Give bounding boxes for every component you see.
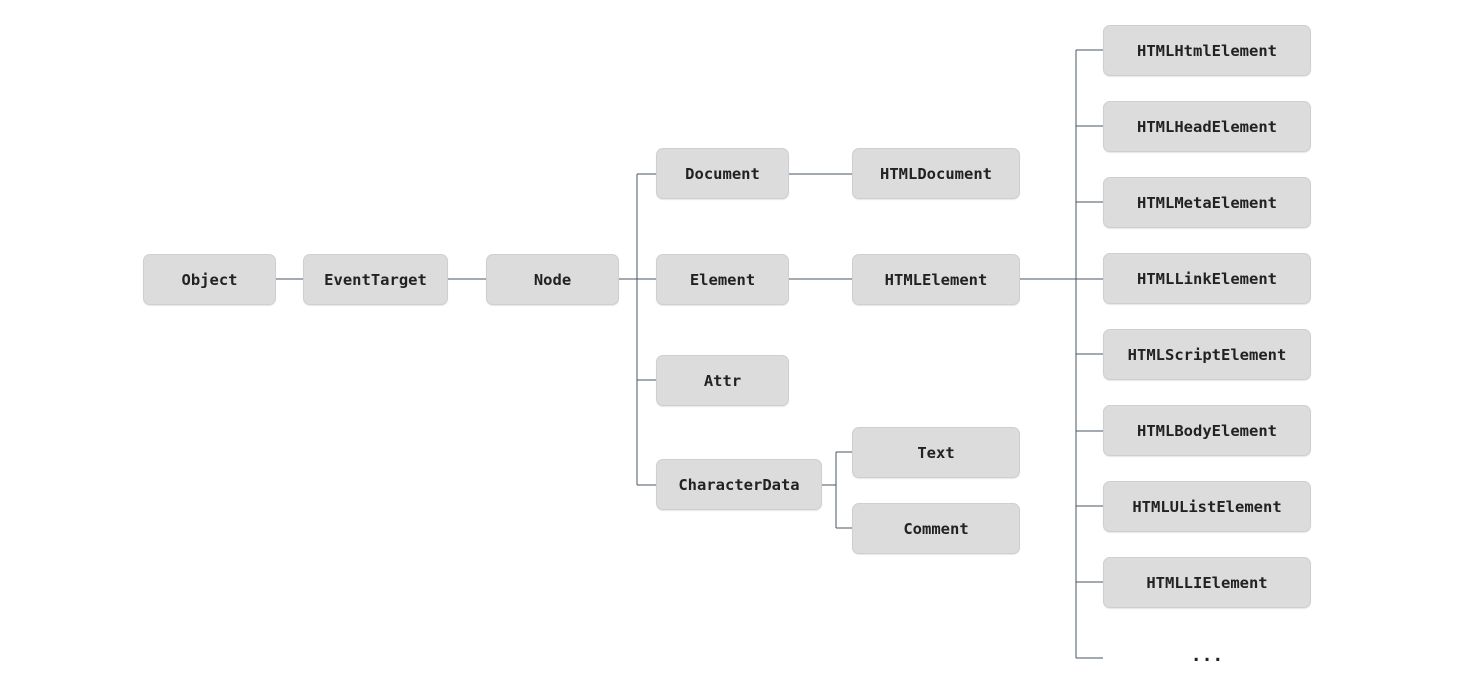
- node-htmllinkelement: HTMLLinkElement: [1103, 253, 1311, 304]
- node-htmlscriptelement: HTMLScriptElement: [1103, 329, 1311, 380]
- node-document: Document: [656, 148, 789, 199]
- node-comment: Comment: [852, 503, 1020, 554]
- node-attr: Attr: [656, 355, 789, 406]
- node-htmlmetaelement: HTMLMetaElement: [1103, 177, 1311, 228]
- more-ellipsis: ...: [1190, 645, 1224, 666]
- node-htmlheadelement: HTMLHeadElement: [1103, 101, 1311, 152]
- node-htmlhtmlelement: HTMLHtmlElement: [1103, 25, 1311, 76]
- node-object: Object: [143, 254, 276, 305]
- node-node: Node: [486, 254, 619, 305]
- node-htmlulistelement: HTMLUListElement: [1103, 481, 1311, 532]
- node-eventtarget: EventTarget: [303, 254, 448, 305]
- node-htmldocument: HTMLDocument: [852, 148, 1020, 199]
- node-characterdata: CharacterData: [656, 459, 822, 510]
- node-element: Element: [656, 254, 789, 305]
- node-htmllielement: HTMLLIElement: [1103, 557, 1311, 608]
- node-htmlbodyelement: HTMLBodyElement: [1103, 405, 1311, 456]
- node-htmlelement: HTMLElement: [852, 254, 1020, 305]
- node-text: Text: [852, 427, 1020, 478]
